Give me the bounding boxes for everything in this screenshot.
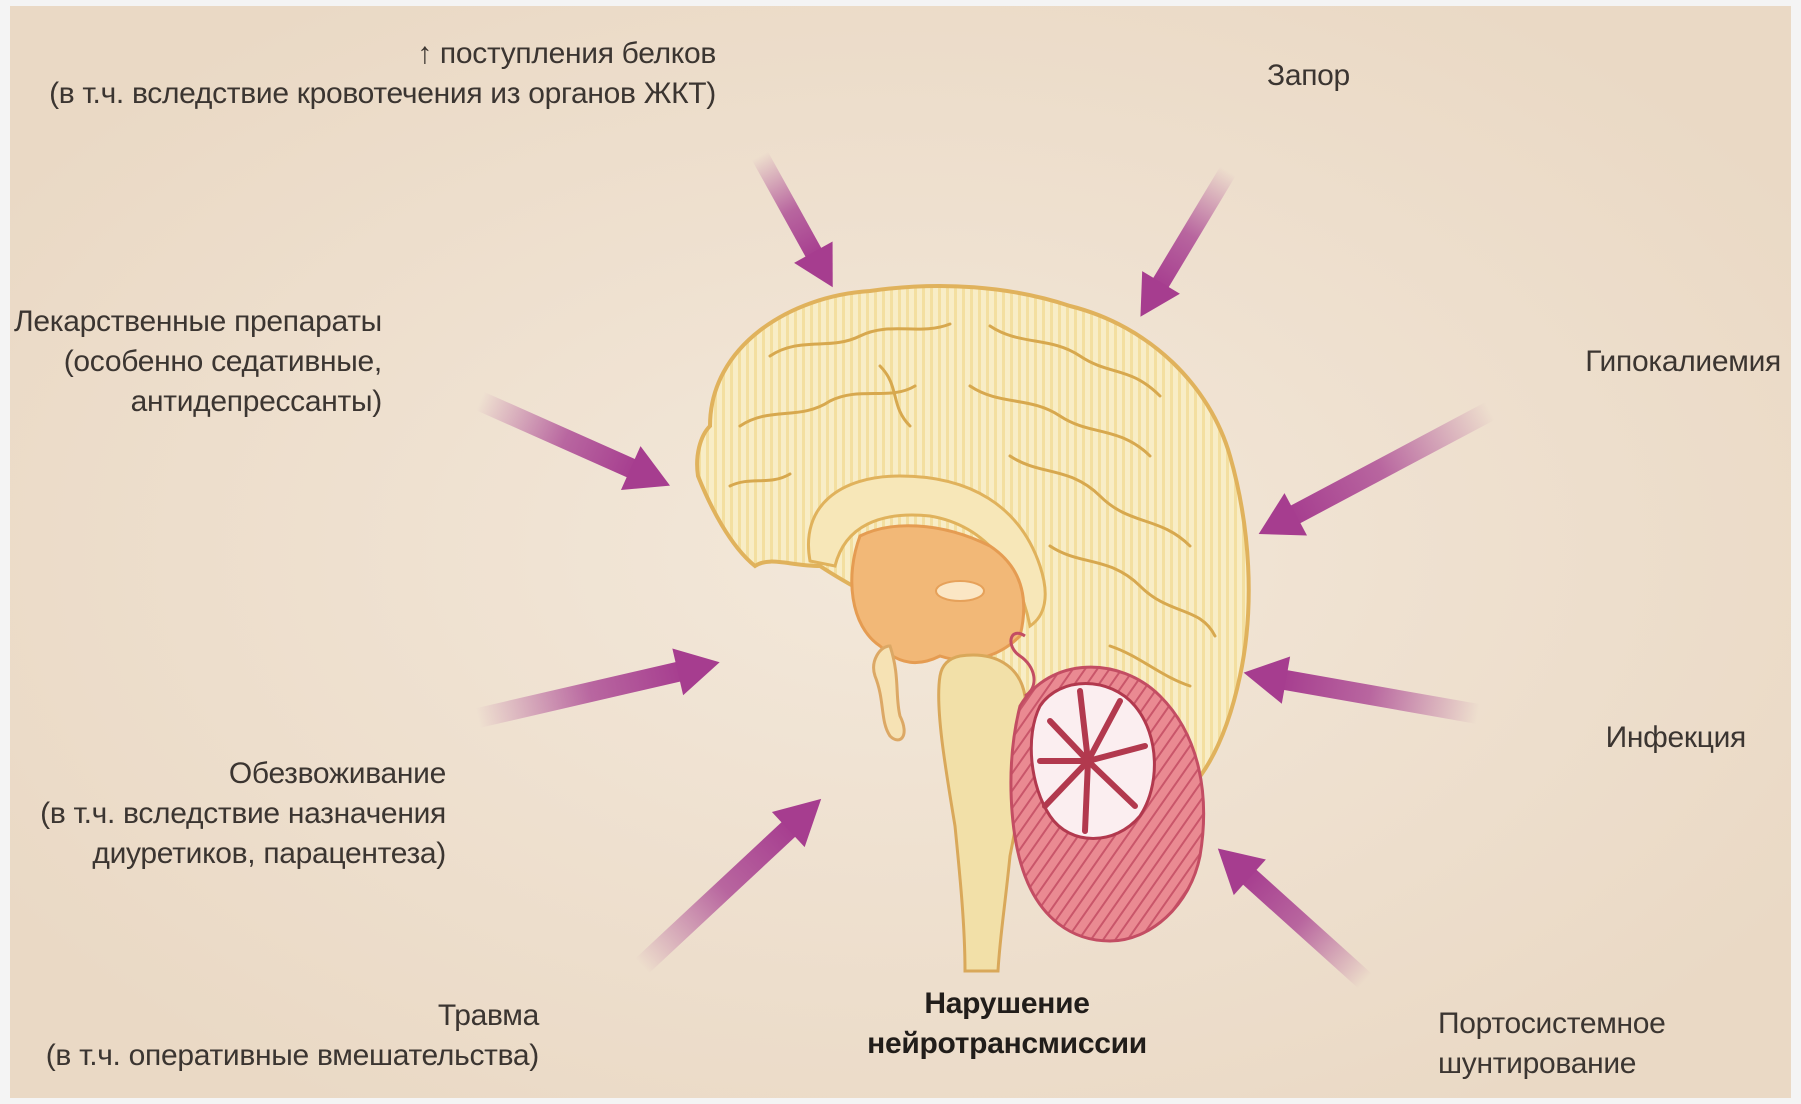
factor-label-shunt-line-2: шунтирование bbox=[1438, 1044, 1666, 1084]
center-label-line-2: нейротрансмиссии bbox=[842, 1024, 1172, 1064]
factor-label-infection: Инфекция bbox=[1606, 718, 1746, 758]
factor-label-hypokalemia-line-1: Гипокалиемия bbox=[1585, 342, 1781, 382]
factor-label-trauma-line-1: Травма bbox=[46, 996, 539, 1036]
factor-label-hypokalemia: Гипокалиемия bbox=[1585, 342, 1781, 382]
factor-label-drugs-line-3: антидепрессанты) bbox=[14, 382, 382, 422]
factor-label-protein: ↑ поступления белков (в т.ч. вследствие … bbox=[49, 34, 716, 114]
factor-label-dehydration: Обезвоживание (в т.ч. вследствие назначе… bbox=[40, 754, 446, 874]
factor-label-constipation-line-1: Запор bbox=[1267, 56, 1350, 96]
center-label-line-1: Нарушение bbox=[842, 984, 1172, 1024]
factor-label-drugs: Лекарственные препараты (особенно седати… bbox=[14, 302, 382, 422]
factor-label-trauma: Травма (в т.ч. оперативные вмешательства… bbox=[46, 996, 539, 1076]
factor-label-drugs-line-1: Лекарственные препараты bbox=[14, 302, 382, 342]
factor-label-protein-line-2: (в т.ч. вследствие кровотечения из орган… bbox=[49, 74, 716, 114]
factor-label-shunt-line-1: Портосистемное bbox=[1438, 1004, 1666, 1044]
thalamus-spot bbox=[936, 581, 984, 601]
factor-label-dehydration-line-2: (в т.ч. вследствие назначения bbox=[40, 794, 446, 834]
factor-label-protein-line-1: ↑ поступления белков bbox=[49, 34, 716, 74]
factor-label-constipation: Запор bbox=[1267, 56, 1350, 96]
factor-label-dehydration-line-3: диуретиков, парацентеза) bbox=[40, 834, 446, 874]
factor-label-shunt: Портосистемное шунтирование bbox=[1438, 1004, 1666, 1084]
factor-label-infection-line-1: Инфекция bbox=[1606, 718, 1746, 758]
factor-label-trauma-line-2: (в т.ч. оперативные вмешательства) bbox=[46, 1036, 539, 1076]
center-label: Нарушение нейротрансмиссии bbox=[842, 984, 1172, 1064]
diagram-page: ↑ поступления белков (в т.ч. вследствие … bbox=[10, 6, 1791, 1098]
factor-label-dehydration-line-1: Обезвоживание bbox=[40, 754, 446, 794]
diagram-canvas bbox=[10, 6, 1791, 1098]
factor-label-drugs-line-2: (особенно седативные, bbox=[14, 342, 382, 382]
